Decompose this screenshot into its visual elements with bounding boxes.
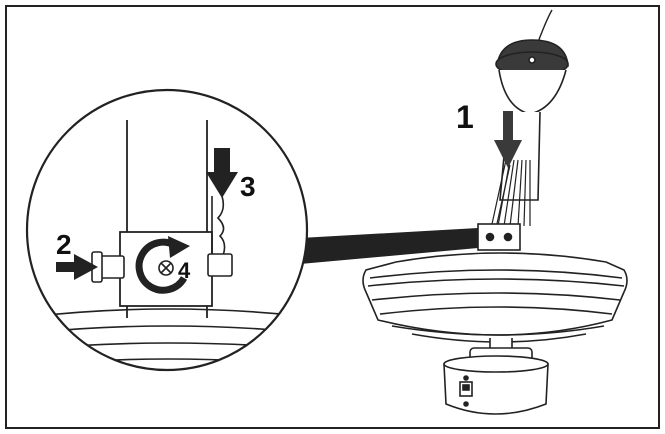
set-screw-closeup: [99, 255, 125, 279]
step-1-label: 1: [456, 99, 474, 135]
switch-housing: [443, 338, 549, 415]
wire-bundle: [491, 159, 531, 229]
motor-collar: [477, 223, 521, 251]
hairpin-clip: [211, 195, 226, 259]
fan-motor-housing: [362, 252, 628, 343]
step-3-arrow: [206, 148, 238, 198]
magnifier-ring: [25, 88, 309, 372]
zoom-connector: [300, 228, 478, 264]
magnifier-detail: [27, 90, 307, 370]
step-2-arrow: [56, 254, 98, 280]
step-3-label: 3: [240, 171, 256, 202]
rotate-clockwise-icon: [135, 236, 190, 294]
step-2-label: 2: [56, 229, 72, 260]
step-4-label: 4: [178, 258, 191, 283]
step-1-arrow: [494, 111, 522, 168]
cross-pin: [207, 253, 233, 277]
